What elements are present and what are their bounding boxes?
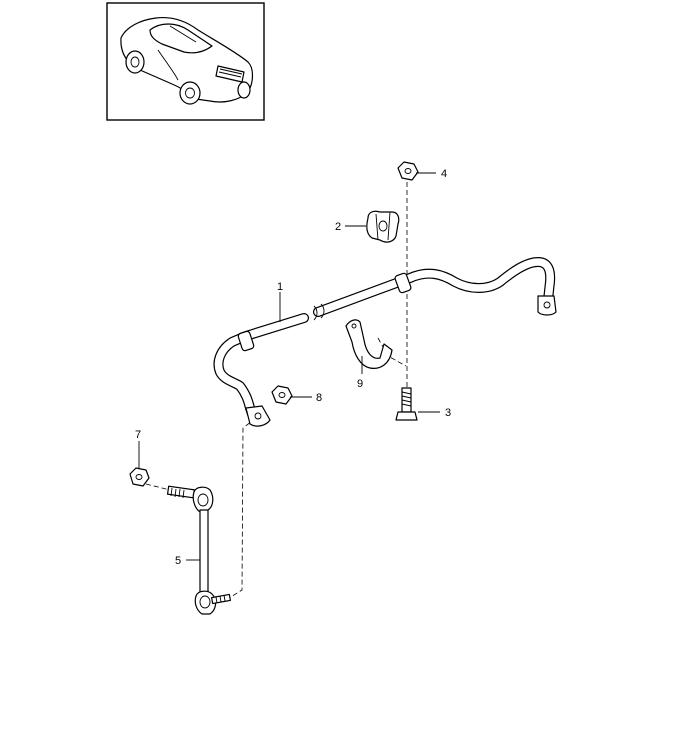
bolt bbox=[395, 387, 418, 421]
callout-8: 8 bbox=[316, 392, 322, 404]
callout-leaders bbox=[138, 172, 440, 561]
callout-1: 1 bbox=[277, 281, 283, 293]
nut-8 bbox=[271, 385, 293, 405]
callout-9: 9 bbox=[357, 378, 363, 390]
callout-2: 2 bbox=[335, 221, 341, 233]
coupling-rod bbox=[166, 485, 231, 615]
nut-7 bbox=[129, 467, 150, 487]
callout-labels: 1 2 3 4 5 7 8 9 bbox=[135, 168, 451, 567]
bushing bbox=[366, 210, 400, 243]
top-nut bbox=[397, 161, 419, 181]
mounting-bracket bbox=[345, 319, 393, 369]
callout-3: 3 bbox=[445, 407, 451, 419]
vehicle-thumbnail bbox=[106, 2, 265, 121]
callout-4: 4 bbox=[441, 168, 447, 180]
car-coupe-icon bbox=[120, 16, 254, 105]
callout-7: 7 bbox=[135, 429, 141, 441]
callout-5: 5 bbox=[175, 555, 181, 567]
stabilizer-bar bbox=[213, 257, 557, 427]
